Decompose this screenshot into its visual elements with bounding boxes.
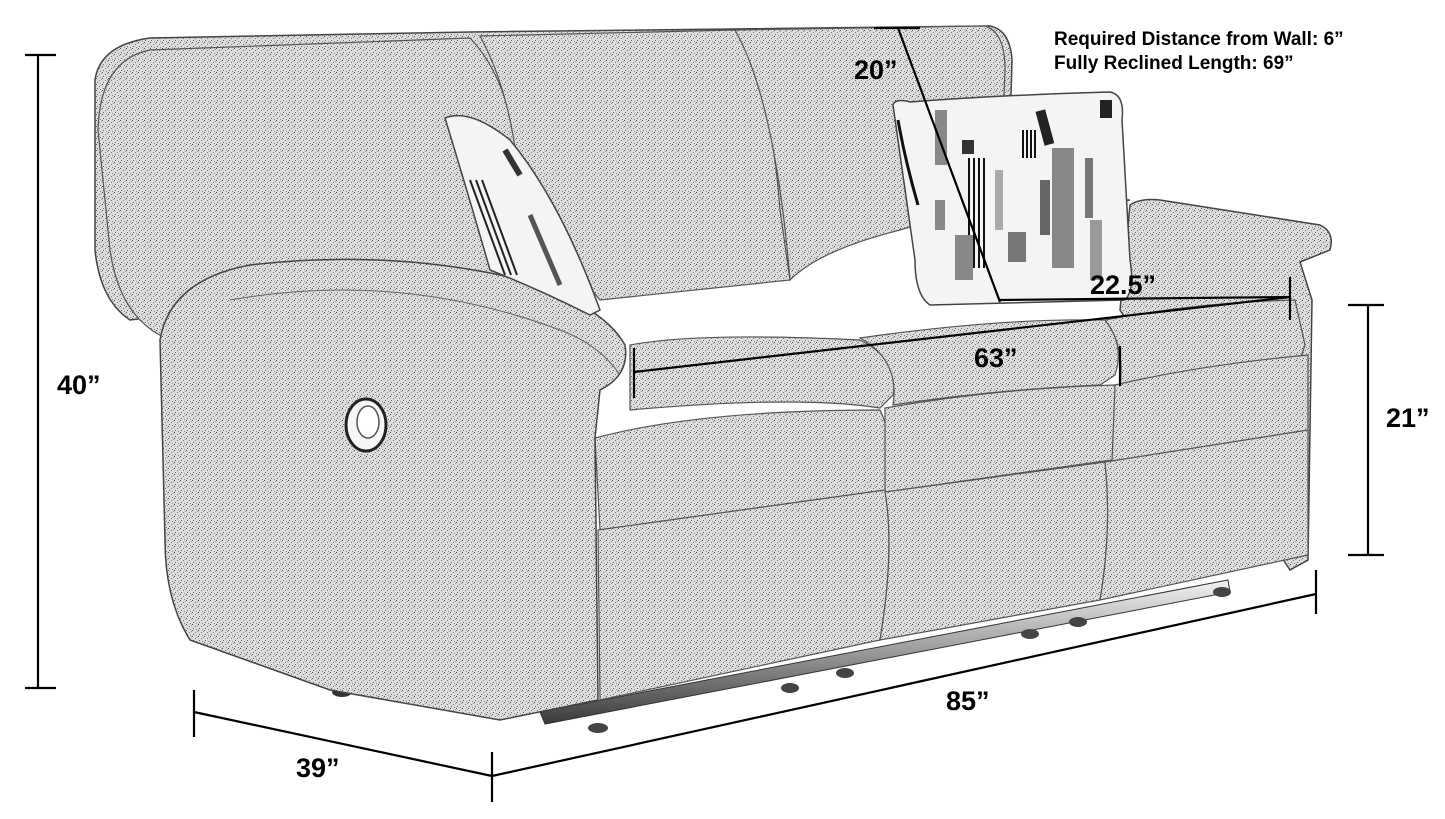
- dimension-depth-label: 39”: [296, 753, 340, 783]
- dimension-back-height-line: [874, 26, 1002, 303]
- dimension-height-line: [25, 53, 56, 690]
- dimension-lines: [25, 26, 1384, 802]
- dimension-depth-line: [192, 690, 494, 802]
- pillow-right: [892, 91, 1133, 306]
- dimension-back-height-label: 20”: [854, 55, 898, 85]
- note-wall-distance: Required Distance from Wall: 6”: [1054, 29, 1344, 50]
- seat-front-right: [1111, 354, 1309, 463]
- left-arm-top-seam: [229, 289, 621, 376]
- dimension-seat-depth-line: [999, 277, 1292, 320]
- seat-cushion-left: [629, 336, 895, 411]
- seat-cushions: [629, 299, 1306, 411]
- dimension-width-label: 85”: [946, 686, 990, 716]
- pillow-left: [444, 114, 601, 316]
- footrests: [594, 354, 1309, 701]
- dimension-seat-height-label: 21”: [1386, 403, 1430, 433]
- recline-handle-icon[interactable]: [344, 397, 388, 453]
- dimension-width-line: [491, 570, 1318, 778]
- dimension-seat-height-line: [1348, 303, 1384, 557]
- specification-notes: Required Distance from Wall: 6” Fully Re…: [1054, 28, 1344, 76]
- footrest-right: [1099, 429, 1309, 601]
- dimension-seat-width-label: 63”: [974, 343, 1018, 373]
- dimension-height-label: 40”: [57, 370, 101, 400]
- dimension-seat-width-line: [632, 295, 1291, 398]
- note-reclined-length: Fully Reclined Length: 69”: [1054, 53, 1294, 74]
- dimension-seat-depth-label: 22.5”: [1090, 270, 1157, 300]
